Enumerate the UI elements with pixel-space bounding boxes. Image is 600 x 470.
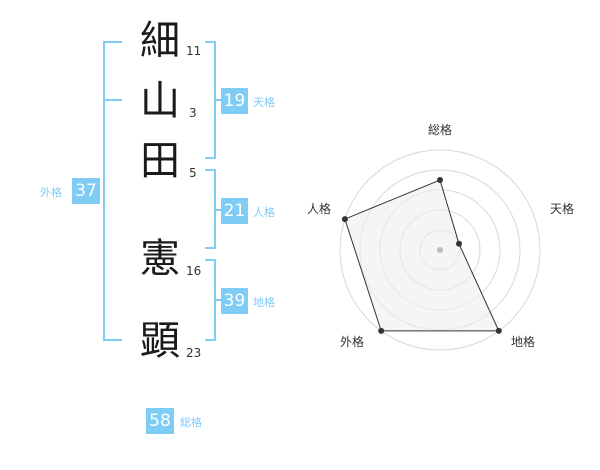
radar-point-4 [378, 327, 385, 334]
stroke-count-3: 5 [189, 166, 197, 180]
radar-data-points [341, 177, 502, 334]
jinkaku-bracket [205, 169, 216, 249]
chikaku-bracket [205, 259, 216, 341]
name-char-5: 顕 [140, 318, 180, 364]
chikaku-label: 地格 [253, 296, 275, 309]
stroke-count-5: 23 [186, 346, 202, 360]
soukaku-label: 総格 [180, 416, 202, 429]
gaikaku-label: 外格 [40, 186, 62, 199]
name-char-3: 田 [140, 138, 180, 184]
radar-data-polygon [344, 179, 500, 332]
radar-center-dot [437, 247, 443, 253]
gaikaku-bracket [103, 41, 122, 341]
radar-point-3 [495, 327, 502, 334]
radar-axis-label-chikaku: 地格 [511, 335, 536, 349]
soukaku-value: 58 [146, 408, 174, 434]
gaikaku-value: 37 [72, 178, 100, 204]
radar-axis-label-soukaku: 総格 [428, 123, 453, 137]
tenkaku-value: 19 [221, 88, 248, 114]
stroke-count-4: 16 [186, 264, 202, 278]
radar-point-2 [456, 240, 462, 247]
radar-axis-label-tenkaku: 天格 [550, 202, 575, 216]
name-char-4: 憲 [140, 236, 180, 282]
fortune-radar-chart [339, 149, 541, 351]
stroke-count-1: 11 [186, 44, 202, 58]
radar-axis-label-jinkaku: 人格 [307, 202, 332, 216]
jinkaku-label: 人格 [253, 206, 275, 219]
tenkaku-label: 天格 [253, 96, 275, 109]
jinkaku-value: 21 [221, 198, 248, 224]
stroke-count-2: 3 [189, 106, 197, 120]
name-char-2: 山 [140, 78, 180, 124]
radar-axis-label-gaikaku: 外格 [340, 335, 365, 349]
name-char-1: 細 [140, 18, 180, 64]
radar-point-5 [341, 216, 348, 223]
chikaku-value: 39 [221, 288, 248, 314]
radar-point-1 [437, 177, 443, 183]
fortune-brackets [103, 41, 221, 341]
tenkaku-bracket [205, 41, 216, 159]
